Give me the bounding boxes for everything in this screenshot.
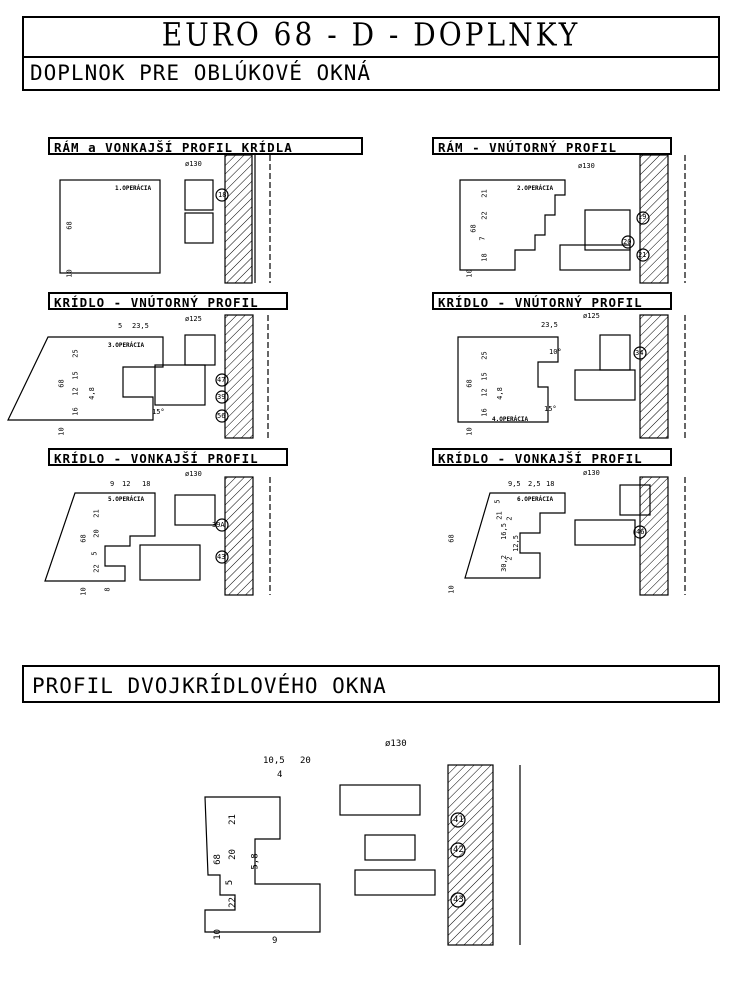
operation-label: 5.OPERÁCIA [108,496,145,503]
dimension-label: 10 [65,269,74,278]
dimension-label: 15 [71,371,80,380]
dimension-label: 2,5 [528,480,541,488]
diameter-label: ø130 [185,160,202,168]
dimension-label: 21 [480,189,489,198]
panel-label-sash-outer-profile-1: KRÍDLO - VONKAJŠÍ PROFIL [48,448,288,466]
dimension-label: 5 [118,322,123,330]
drawing-title: EURO 68 - D - DOPLNKY [161,15,581,54]
dimension-label: 16 [71,407,80,416]
panel-label-frame-outer-profile: RÁM a VONKAJŠÍ PROFIL KRÍDLA [48,137,363,155]
panel-label-frame-inner-profile: RÁM - VNÚTORNÝ PROFIL [432,137,672,155]
dimension-label: 16,5 [499,523,508,540]
dimension-label: 23,5 [132,322,149,330]
tool-number: 43 [217,553,226,561]
tool-number: 43 [453,895,464,905]
operation-label: 6.OPERÁCIA [517,496,554,503]
diameter-label: ø130 [583,469,600,477]
dimension-label: 12 [122,480,131,488]
dimension-label: 10 [465,427,474,436]
dimension-label: 21 [495,511,504,520]
dimension-label: 15 [480,372,489,381]
dimension-label: 68 [79,534,88,543]
angle-label: 10° [549,348,562,356]
drawing-title-block: EURO 68 - D - DOPLNKY DOPLNOK PRE OBLÚKO… [22,16,720,91]
dimension-label: 68 [469,224,478,233]
dimension-label: 25 [480,351,489,360]
dimension-label: 12 [71,387,80,396]
dimension-label: 5 [493,499,502,504]
dimension-label: 68 [447,534,456,543]
operation-label: 3.OPERÁCIA [108,342,145,349]
dimension-label: 12 [480,388,489,397]
panel-label-sash-outer-profile-2: KRÍDLO - VONKAJŠÍ PROFIL [432,448,672,466]
dimension-label: 12,5 [511,535,520,552]
dimension-label: 4,8 [87,387,96,400]
dimension-label: 21 [92,509,101,518]
dimension-label: 4,8 [495,387,504,400]
operation-label: 4.OPERÁCIA [492,416,529,423]
dimension-label: 23,5 [541,321,558,329]
dimension-label: 4 [277,770,283,780]
angle-label: 15° [544,405,557,413]
angle-label: 15° [152,408,165,416]
diameter-label: ø125 [185,315,202,323]
dimension-label: 7 [478,236,487,241]
tool-number: 20 [623,238,632,246]
tool-number: 41 [453,815,464,825]
dimension-label: 10 [447,585,456,594]
dimension-label: 20 [227,849,238,860]
tool-number: 19 [638,213,647,221]
dimension-label: 20 [92,529,101,538]
dimension-label: 68 [65,221,74,230]
tool-number: 47 [217,376,226,384]
dimension-label: 20 [300,756,311,766]
dimension-label: 9,5 [508,480,521,488]
dimension-label: 25 [71,349,80,358]
dimension-label: 5 [90,551,99,556]
dimension-label: 18 [480,253,489,262]
dimension-label: 18 [546,480,555,488]
tool-number: 18 [218,191,227,199]
diameter-label: ø125 [583,312,600,320]
section-title-double-sash: PROFIL DVOJKRÍDLOVÉHO OKNA [22,665,720,703]
dimension-label: 10 [465,269,474,278]
dimension-label: 18 [142,480,151,488]
dimension-label: 10 [57,427,66,436]
dimension-label: 10,5 [263,756,285,766]
diameter-label: ø130 [385,739,407,749]
tool-number: 39A [212,521,225,529]
operation-label: 2.OPERÁCIA [517,185,554,192]
tool-number: 42 [453,845,464,855]
dimension-label: 5 [225,879,236,886]
dimension-label: 10 [79,587,88,596]
dimension-label: 9 [110,480,115,488]
dimension-label: 68 [57,379,66,388]
operation-label: 1.OPERÁCIA [115,185,152,192]
dimension-label: 16 [480,408,489,417]
tool-number: 34 [635,349,644,357]
dimension-label: 22 [480,211,489,220]
dimension-label: 9 [272,936,278,946]
drawing-subtitle: DOPLNOK PRE OBLÚKOVÉ OKNÁ [30,61,372,85]
dimension-label: 68 [212,854,223,865]
dimension-label: 22 [92,564,101,573]
tool-number: 56 [217,412,226,420]
diameter-label: ø130 [578,162,595,170]
tool-number: 46 [636,528,645,536]
tool-number: 39 [217,393,226,401]
panel-label-sash-inner-profile-2: KRÍDLO - VNÚTORNÝ PROFIL [432,292,672,310]
dimension-label: 22 [227,897,238,908]
dimension-label: 68 [465,379,474,388]
tool-number: 21 [638,251,647,259]
dimension-label: 2 [505,516,514,521]
dimension-label: 5,8 [250,853,261,870]
dimension-label: 8 [103,587,112,592]
dimension-label: 21 [227,814,238,825]
dimension-label: 30,2 [499,555,508,572]
dimension-label: 10 [212,929,223,940]
diameter-label: ø130 [185,470,202,478]
panel-label-sash-inner-profile-1: KRÍDLO - VNÚTORNÝ PROFIL [48,292,288,310]
